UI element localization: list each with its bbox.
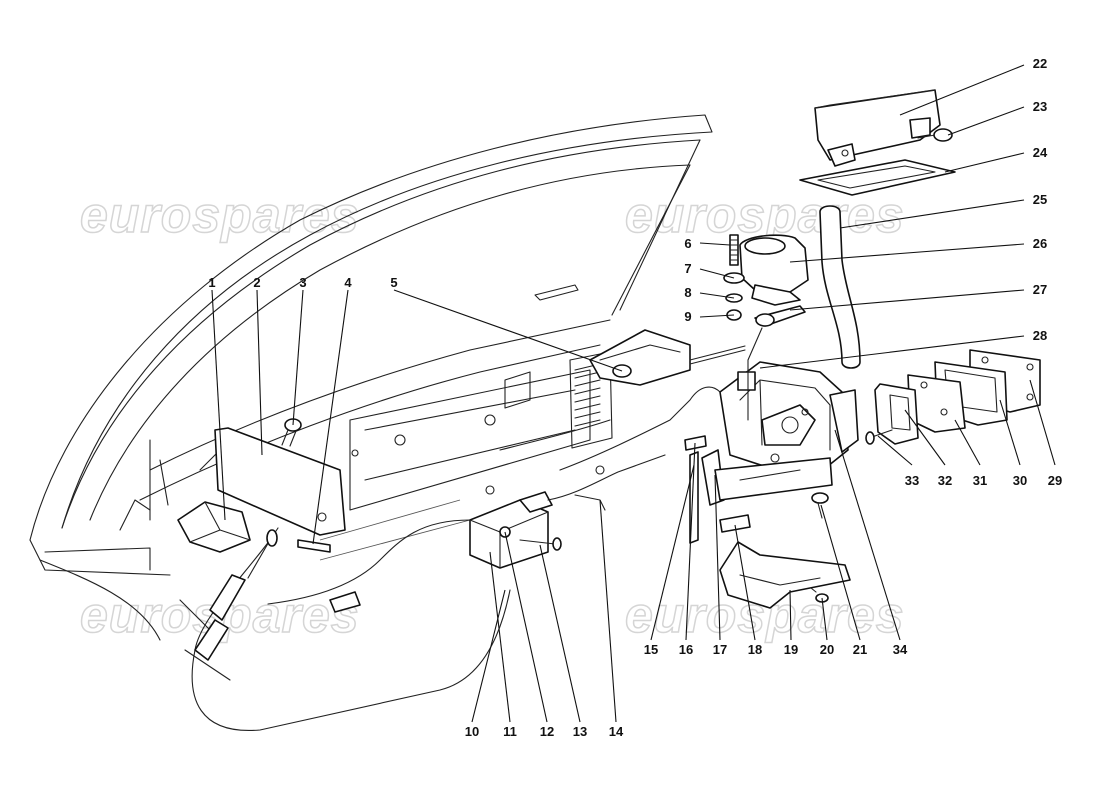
callout-10: 10 xyxy=(465,724,479,739)
callout-25: 25 xyxy=(1033,192,1047,207)
callout-20: 20 xyxy=(820,642,834,657)
part-13-bolt xyxy=(519,537,562,551)
part-6-stud xyxy=(729,234,739,266)
part-19-lower-bracket xyxy=(719,541,851,609)
callout-28: 28 xyxy=(1033,328,1047,343)
callout-18: 18 xyxy=(748,642,762,657)
callout-13: 13 xyxy=(573,724,587,739)
callout-9: 9 xyxy=(684,309,691,324)
callout-1: 1 xyxy=(208,275,215,290)
callout-2: 2 xyxy=(253,275,260,290)
callout-17: 17 xyxy=(713,642,727,657)
callout-29: 29 xyxy=(1048,473,1062,488)
part-14-rod xyxy=(547,454,666,501)
part-22-handle-cover xyxy=(814,89,941,167)
part-23-bolt xyxy=(917,128,953,142)
watermark-top-left: eurospares xyxy=(80,187,360,243)
part-5-door-handle xyxy=(589,329,691,386)
part-27-actuating-lever xyxy=(747,305,806,421)
leader-lines xyxy=(211,64,1056,723)
callout-33: 33 xyxy=(905,473,919,488)
part-33-screw xyxy=(865,429,893,445)
part-24-gasket xyxy=(799,159,956,196)
callout-22: 22 xyxy=(1033,56,1047,71)
callout-11: 11 xyxy=(503,724,517,739)
callout-7: 7 xyxy=(684,261,691,276)
callout-15: 15 xyxy=(644,642,658,657)
callout-30: 30 xyxy=(1013,473,1027,488)
lock-link-rod xyxy=(559,386,721,471)
cable-connector-plug xyxy=(329,591,361,613)
watermark-top-right: eurospares xyxy=(625,187,905,243)
part-21-screw xyxy=(811,492,829,519)
callout-8: 8 xyxy=(684,285,691,300)
part-16-clip xyxy=(684,435,707,451)
callout-5: 5 xyxy=(390,275,397,290)
callout-23: 23 xyxy=(1033,99,1047,114)
callout-34: 34 xyxy=(893,642,908,657)
callout-6: 6 xyxy=(684,236,691,251)
part-25-tube xyxy=(819,205,861,369)
callout-24: 24 xyxy=(1033,145,1048,160)
callout-16: 16 xyxy=(679,642,693,657)
part-18-clip xyxy=(719,514,751,533)
callout-32: 32 xyxy=(938,473,952,488)
callout-3: 3 xyxy=(299,275,306,290)
callout-19: 19 xyxy=(784,642,798,657)
callout-31: 31 xyxy=(973,473,987,488)
handle-rod xyxy=(689,345,746,365)
part-26-lock-cylinder xyxy=(739,234,809,306)
callout-4: 4 xyxy=(344,275,352,290)
callout-27: 27 xyxy=(1033,282,1047,297)
part-10-cable xyxy=(191,519,511,732)
part-32-striker xyxy=(874,383,919,445)
part-1-bracket xyxy=(177,501,251,553)
callout-21: 21 xyxy=(853,642,867,657)
callout-14: 14 xyxy=(609,724,624,739)
callout-numbers: 1 2 3 4 5 6 7 8 9 10 11 12 13 14 15 16 1… xyxy=(208,56,1062,739)
callout-26: 26 xyxy=(1033,236,1047,251)
callout-12: 12 xyxy=(540,724,554,739)
part-28-door-lock xyxy=(714,361,859,501)
part-4-pin xyxy=(297,539,331,553)
part-2-mounting-plate xyxy=(214,427,346,536)
